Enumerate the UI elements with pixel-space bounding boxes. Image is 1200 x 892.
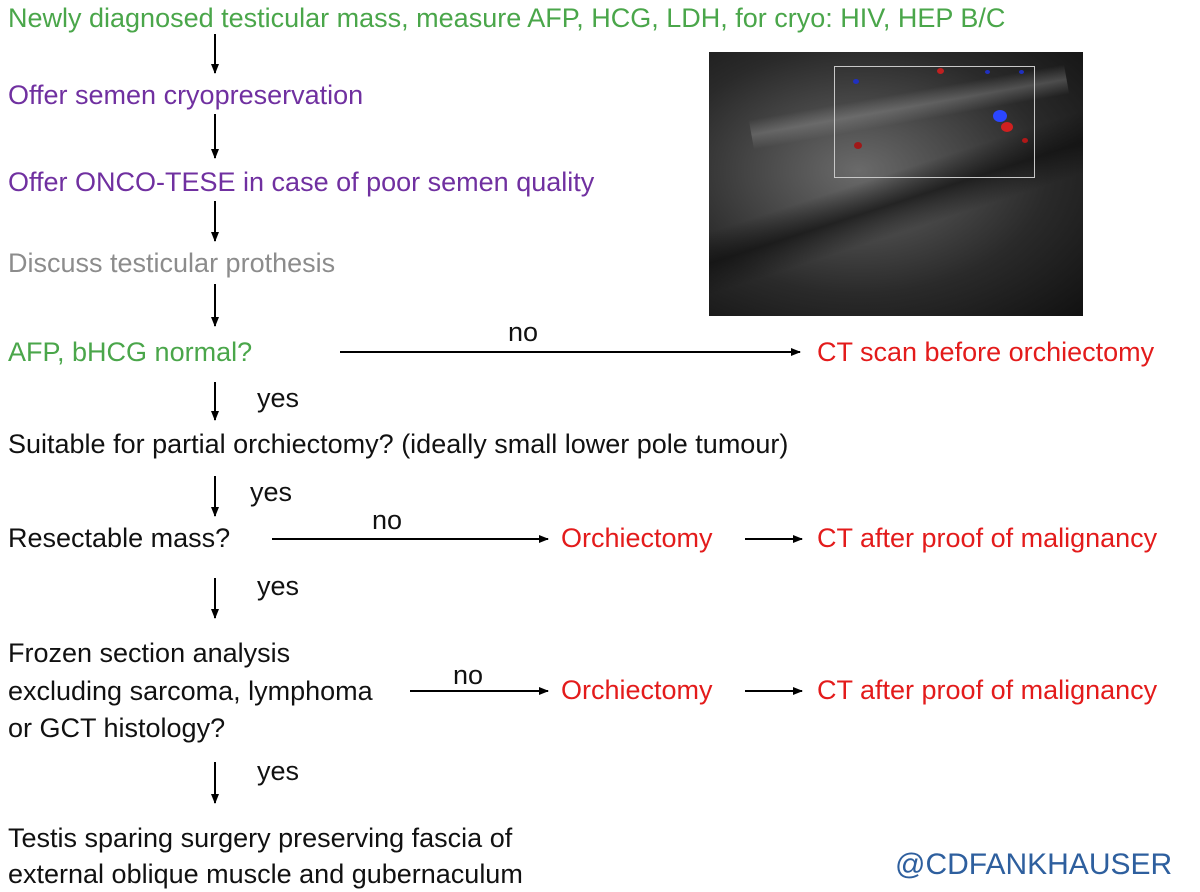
step-afp-bhcg-question: AFP, bHCG normal? <box>8 337 253 367</box>
label-no-afp: no <box>508 317 539 347</box>
step-testicular-prothesis: Discuss testicular prothesis <box>8 248 336 278</box>
doppler-red-spot-small <box>937 68 944 74</box>
step-frozen-section-line-3: or GCT histology? <box>8 713 226 743</box>
doppler-blue-spot <box>993 110 1007 122</box>
label-yes-partial: yes <box>250 477 293 507</box>
label-no-frozen: no <box>453 660 484 690</box>
outcome-orchiectomy-1: Orchiectomy <box>561 523 713 553</box>
step-testis-sparing-line-1: Testis sparing surgery preserving fascia… <box>8 823 513 853</box>
outcome-ct-after-1: CT after proof of malignancy <box>817 523 1158 553</box>
label-yes-resectable: yes <box>257 571 300 601</box>
step-resectable-question: Resectable mass? <box>8 523 231 553</box>
doppler-red-spot <box>1001 122 1013 132</box>
label-yes-frozen: yes <box>257 756 300 786</box>
ultrasound-image <box>709 52 1083 316</box>
doppler-red-spot-small <box>854 142 862 149</box>
step-frozen-section-line-1: Frozen section analysis <box>8 638 291 668</box>
author-handle: @CDFANKHAUSER <box>895 848 1173 881</box>
doppler-box <box>834 66 1035 178</box>
label-yes-afp: yes <box>257 383 300 413</box>
outcome-orchiectomy-2: Orchiectomy <box>561 675 713 705</box>
step-initial-workup: Newly diagnosed testicular mass, measure… <box>8 3 1006 33</box>
outcome-ct-after-2: CT after proof of malignancy <box>817 675 1158 705</box>
doppler-blue-spot-small <box>985 70 990 74</box>
step-semen-cryopreservation: Offer semen cryopreservation <box>8 80 364 110</box>
step-onco-tese: Offer ONCO-TESE in case of poor semen qu… <box>8 167 595 197</box>
label-no-resectable: no <box>372 505 403 535</box>
step-testis-sparing-line-2: external oblique muscle and gubernaculum <box>8 859 523 889</box>
step-frozen-section-line-2: excluding sarcoma, lymphoma <box>8 676 373 706</box>
step-partial-orchiectomy-question: Suitable for partial orchiectomy? (ideal… <box>8 429 789 459</box>
doppler-blue-spot-small <box>853 79 859 84</box>
doppler-blue-spot-small <box>1019 70 1024 74</box>
outcome-ct-before-orchiectomy: CT scan before orchiectomy <box>817 337 1155 367</box>
doppler-red-spot-small <box>1022 138 1028 143</box>
